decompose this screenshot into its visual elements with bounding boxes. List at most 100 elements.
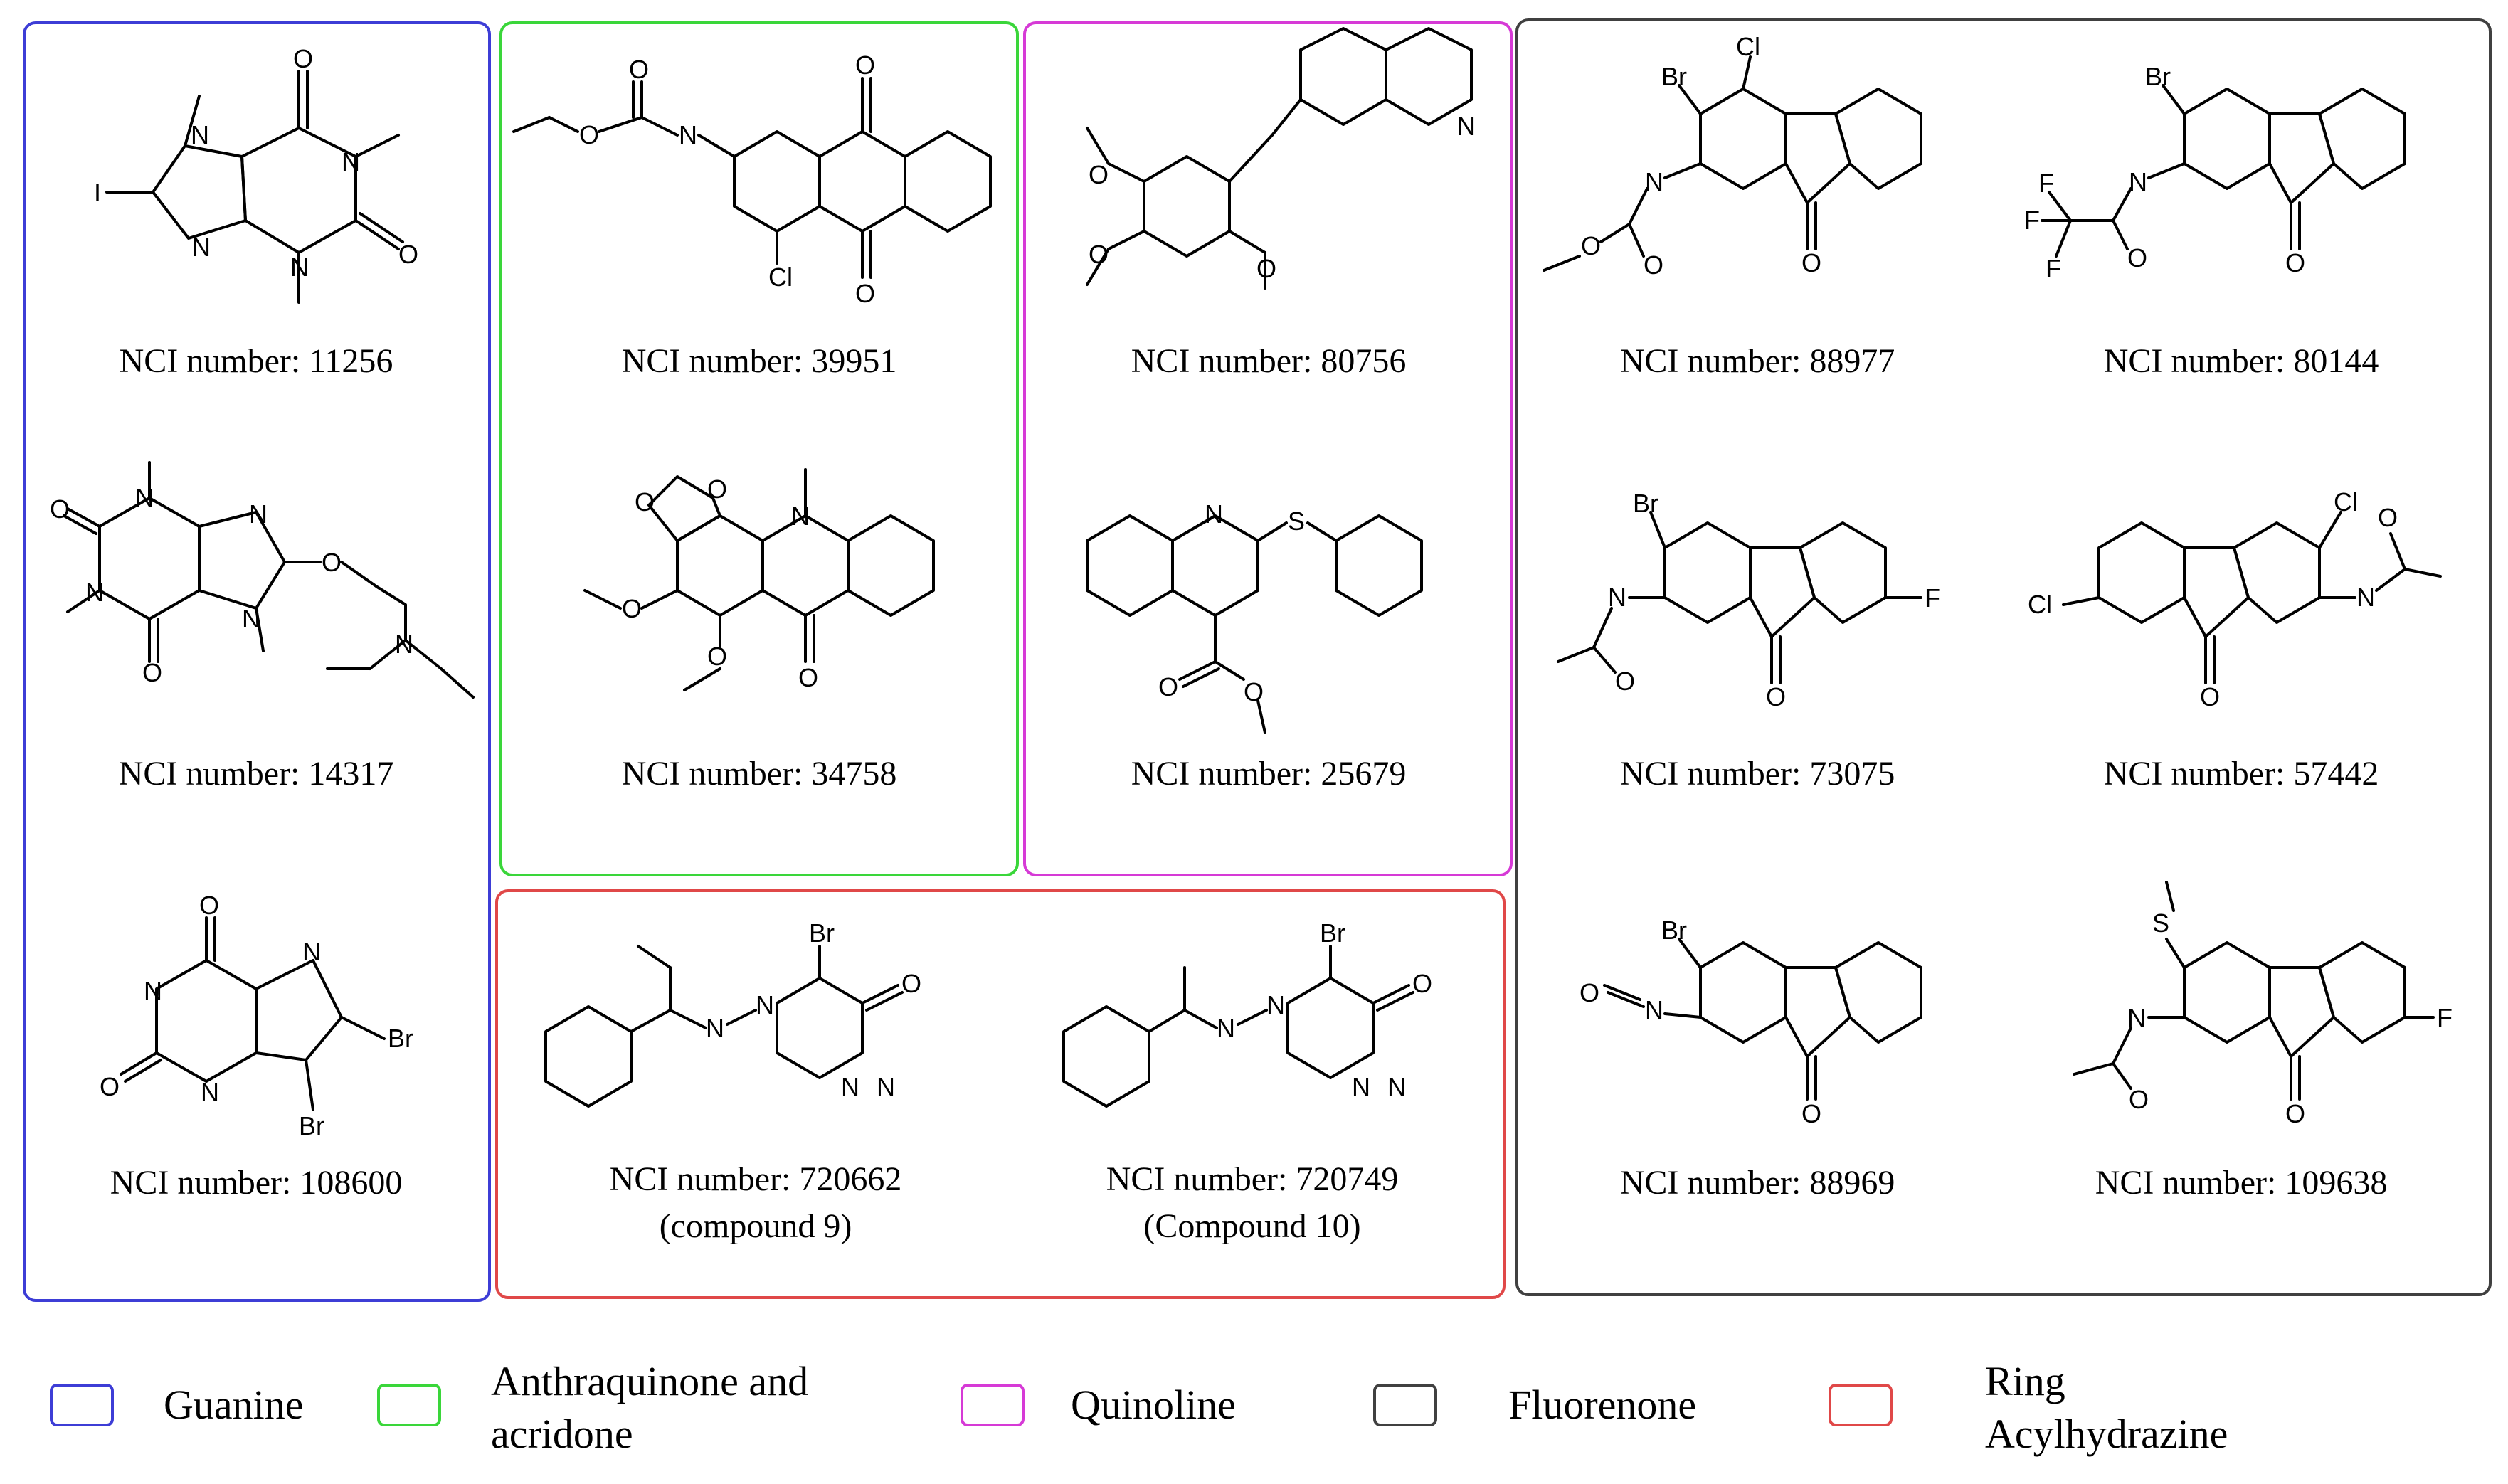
- svg-text:O: O: [2378, 503, 2398, 532]
- svg-text:O: O: [1158, 672, 1178, 701]
- svg-text:N: N: [1352, 1072, 1370, 1101]
- compound-34758: O O O O O N NCI number: 34758: [507, 455, 1012, 825]
- svg-text:N: N: [877, 1072, 895, 1101]
- svg-text:Cl: Cl: [1736, 32, 1760, 61]
- nci-number-label: NCI number: 34758: [621, 755, 897, 793]
- anthraquinone-structure-icon: O O O O N Cl: [512, 51, 992, 308]
- svg-text:N: N: [135, 483, 154, 512]
- legend-swatch-anthraquinone: [377, 1384, 441, 1426]
- svg-text:O: O: [579, 120, 599, 149]
- svg-text:Br: Br: [1661, 916, 1687, 945]
- nci-number-label: NCI number: 80756: [1131, 342, 1407, 380]
- svg-text:O: O: [2285, 1099, 2305, 1128]
- svg-text:O: O: [1580, 978, 1599, 1007]
- xanthine-structure-icon: I N N N N O O: [94, 44, 418, 304]
- svg-text:F: F: [2024, 206, 2040, 235]
- svg-text:O: O: [1256, 254, 1276, 283]
- svg-text:O: O: [629, 55, 649, 84]
- svg-text:O: O: [1089, 160, 1109, 189]
- svg-text:O: O: [1581, 231, 1601, 260]
- fluorenone-structure-icon: S F N O O: [2073, 881, 2453, 1128]
- svg-text:O: O: [1089, 240, 1109, 269]
- svg-text:S: S: [2152, 908, 2169, 938]
- svg-text:Br: Br: [1320, 918, 1345, 948]
- svg-text:N: N: [1217, 1014, 1235, 1043]
- nci-number-label: NCI number: 14317: [118, 755, 394, 793]
- compound-80756: N O O O NCI number: 80756: [1030, 27, 1507, 398]
- svg-text:O: O: [855, 51, 875, 80]
- svg-text:F: F: [2046, 254, 2061, 283]
- guanine-group-box: [23, 21, 491, 1302]
- svg-text:O: O: [2129, 1085, 2149, 1114]
- svg-text:O: O: [2285, 248, 2305, 277]
- acridone-structure-icon: O O O O O N: [583, 468, 935, 692]
- svg-text:Cl: Cl: [768, 263, 793, 292]
- fluorenone-structure-icon: Br F N O O: [1557, 489, 1940, 711]
- svg-text:N: N: [144, 976, 162, 1005]
- svg-text:O: O: [707, 642, 727, 671]
- xanthine-ether-structure-icon: O O O N N N N N: [50, 461, 475, 699]
- svg-text:Br: Br: [1661, 62, 1687, 91]
- compound-25679: N S O O NCI number: 25679: [1030, 455, 1507, 825]
- svg-text:N: N: [249, 499, 268, 529]
- svg-text:N: N: [201, 1078, 219, 1107]
- svg-text:Br: Br: [299, 1111, 324, 1140]
- svg-text:O: O: [1801, 248, 1821, 277]
- fluorenone-structure-icon: Br N O O: [1580, 916, 1922, 1128]
- svg-text:O: O: [293, 44, 313, 73]
- fluorenone-group-box: [1515, 18, 2492, 1296]
- svg-text:N: N: [192, 233, 211, 262]
- legend-swatch-guanine: [50, 1384, 114, 1426]
- pyridazinone-hydrazone-structure-icon: N N Br O N N: [1062, 918, 1432, 1108]
- svg-text:N: N: [85, 578, 104, 607]
- compound-57442: Cl Cl N O O NCI number: 57442: [2006, 455, 2476, 825]
- legend-swatch-acylhydrazine: [1829, 1384, 1893, 1426]
- compound-14317: O O O N N N N N NCI number: 14317: [28, 455, 484, 825]
- fluorenone-structure-icon: Br Cl N O O O: [1543, 32, 1922, 280]
- pyridazinone-hydrazone-structure-icon: N N Br O N N: [544, 918, 921, 1108]
- svg-text:N: N: [302, 937, 321, 966]
- svg-text:N: N: [1266, 990, 1285, 1019]
- svg-text:O: O: [50, 494, 70, 524]
- svg-text:N: N: [1387, 1072, 1406, 1101]
- svg-text:N: N: [290, 253, 309, 282]
- svg-text:O: O: [855, 279, 875, 308]
- svg-text:O: O: [901, 969, 921, 998]
- svg-text:Br: Br: [809, 918, 835, 948]
- svg-text:O: O: [1766, 682, 1786, 711]
- quinoline-ester-structure-icon: N S O O: [1086, 499, 1423, 734]
- compound-number-label: (Compound 10): [1143, 1207, 1361, 1245]
- compound-108600: O O N N N Br Br NCI number: 108600: [28, 882, 484, 1252]
- svg-text:Br: Br: [2145, 62, 2171, 91]
- compound-88969: Br N O O NCI number: 88969: [1523, 882, 1992, 1252]
- nci-number-label: NCI number: 80144: [2103, 342, 2379, 380]
- svg-text:Br: Br: [388, 1024, 413, 1053]
- svg-text:O: O: [2200, 682, 2220, 711]
- acylhydrazine-group-box: [495, 889, 1506, 1299]
- compound-number-label: (compound 9): [659, 1207, 852, 1245]
- svg-text:O: O: [798, 663, 818, 692]
- svg-text:N: N: [2356, 583, 2375, 612]
- nci-number-label: NCI number: 88977: [1619, 342, 1895, 380]
- compound-109638: S F N O O NCI number: 109638: [2006, 881, 2476, 1252]
- svg-text:I: I: [94, 178, 101, 207]
- svg-text:O: O: [2127, 243, 2147, 272]
- svg-text:N: N: [1457, 112, 1476, 141]
- svg-text:O: O: [1412, 969, 1432, 998]
- legend-swatch-quinoline: [961, 1384, 1025, 1426]
- svg-text:O: O: [1244, 677, 1264, 706]
- compound-720662: N N Br O N N NCI number: 720662 (compoun…: [507, 896, 1005, 1295]
- legend-label-acylhydrazine: Ring Acylhydrazine: [1985, 1358, 2228, 1457]
- legend-label-anthraquinone: Anthraquinone and acridone: [491, 1358, 809, 1457]
- svg-text:S: S: [1288, 507, 1305, 536]
- svg-text:O: O: [635, 487, 655, 516]
- nci-number-label: NCI number: 25679: [1131, 755, 1407, 793]
- svg-text:N: N: [841, 1072, 859, 1101]
- nci-number-label: NCI number: 720662: [609, 1160, 902, 1198]
- svg-text:Br: Br: [1633, 489, 1658, 518]
- svg-text:F: F: [2437, 1003, 2453, 1032]
- svg-text:Cl: Cl: [2334, 487, 2358, 516]
- svg-text:O: O: [1801, 1099, 1821, 1128]
- legend-label-guanine: Guanine: [164, 1382, 304, 1428]
- styrylquinoline-structure-icon: N O O O: [1086, 27, 1476, 290]
